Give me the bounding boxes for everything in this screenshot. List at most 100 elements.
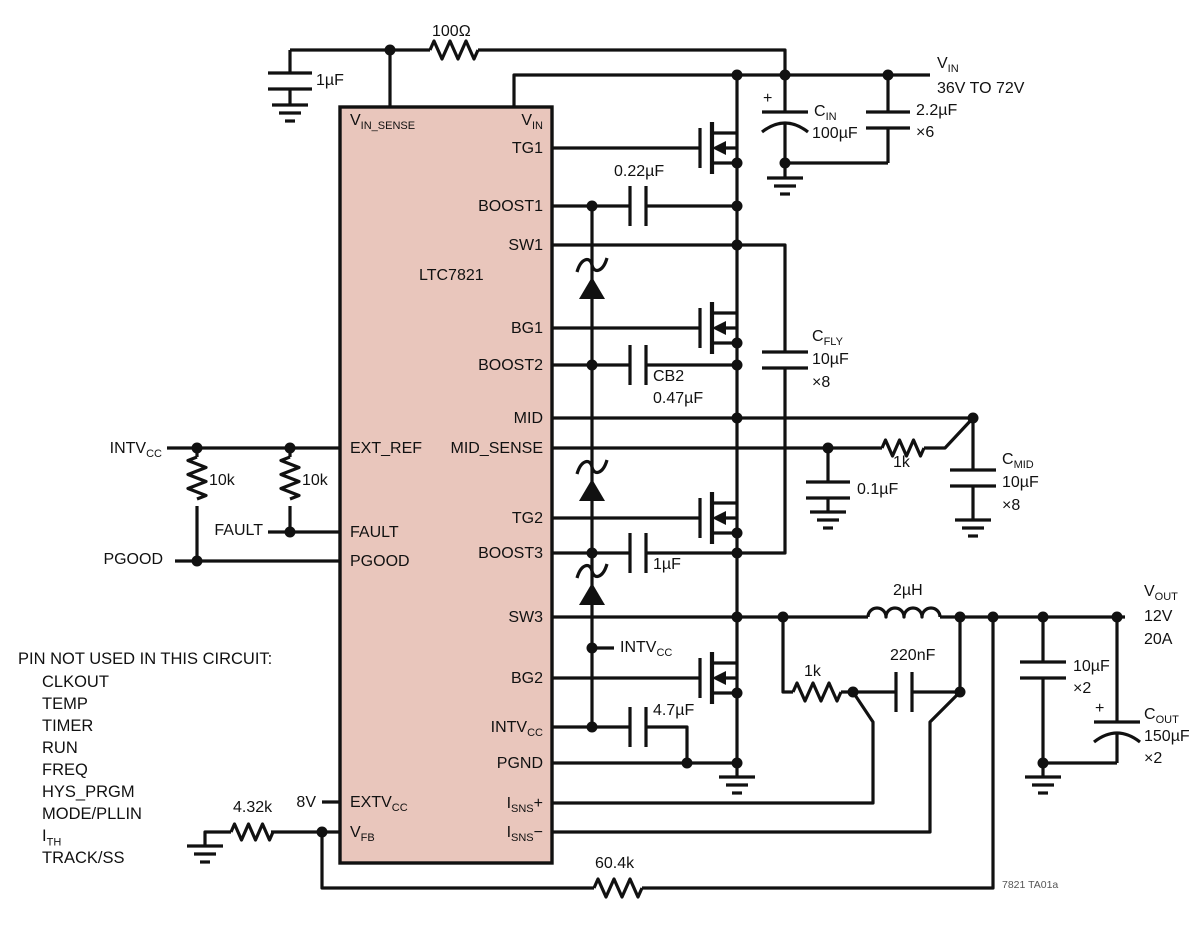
label-intvcc-ext: INTVCC — [109, 440, 162, 461]
label-cout-plus: + — [1095, 700, 1105, 717]
note-pin-timer: TIMER — [42, 717, 94, 735]
pin-boost1: BOOST1 — [478, 198, 543, 215]
pin-boost3: BOOST3 — [478, 545, 543, 562]
resistor-60k4 — [592, 877, 644, 899]
ic-body — [338, 105, 554, 865]
label-2p2uF: 2.2µF — [916, 102, 958, 119]
label-0p1uF: 0.1µF — [857, 481, 899, 498]
capacitors — [268, 71, 1141, 747]
inductor-2uH — [866, 606, 942, 619]
cap-4p7uF — [628, 707, 648, 747]
label-1k-mid: 1k — [893, 454, 910, 471]
note-pin-temp: TEMP — [42, 695, 88, 713]
cap-cmid — [950, 468, 996, 488]
pin-tg2: TG2 — [511, 510, 543, 527]
label-cin: CIN — [814, 103, 837, 124]
resistor-10k-b — [279, 455, 301, 501]
pin-isns-minus: ISNS− — [506, 824, 543, 845]
label-vin-range: 36V TO 72V — [937, 80, 1025, 97]
junction-dots — [191, 44, 1123, 838]
pin-vfb: VFB — [350, 824, 375, 845]
mosfet-tg1 — [698, 122, 739, 174]
label-cout: COUT — [1144, 706, 1179, 727]
note-pin-hys-prgm: HYS_PRGM — [42, 783, 135, 801]
pin-sw3: SW3 — [508, 609, 543, 626]
ground-cin — [767, 176, 803, 196]
pin-mid-sense: MID_SENSE — [450, 440, 543, 457]
pin-sw1: SW1 — [508, 237, 543, 254]
note-pin-clkout: CLKOUT — [42, 673, 109, 691]
label-cb2: CB2 — [653, 368, 685, 385]
pin-isns-plus: ISNS+ — [506, 795, 543, 816]
label-10k-a: 10k — [209, 472, 235, 489]
label-vout-terminal: VOUT — [1144, 583, 1178, 604]
label-1k-sense: 1k — [804, 663, 821, 680]
cap-cout-polarized — [1093, 720, 1141, 744]
cap-1uF-boost3 — [628, 533, 648, 573]
label-cfly: CFLY — [812, 328, 843, 349]
label-cin-val: 100µF — [812, 125, 858, 142]
ground-4k32 — [187, 844, 223, 864]
pin-mid: MID — [513, 410, 543, 427]
figure-id: 7821 TA01a — [1002, 879, 1059, 891]
label-220nF: 220nF — [890, 647, 936, 664]
pin-ext-ref: EXT_REF — [350, 440, 423, 457]
note-pin-freq: FREQ — [42, 761, 88, 779]
pin-fault: FAULT — [350, 524, 399, 541]
schottky-diode-2 — [575, 459, 609, 501]
note-pin-track-ss: TRACK/SS — [42, 849, 125, 867]
cap-220nF — [894, 672, 914, 712]
ground-0p1uF — [810, 510, 846, 530]
label-cmid-val: 10µF — [1002, 474, 1039, 491]
label-vin-terminal: VIN — [937, 55, 959, 76]
pin-pgood: PGOOD — [350, 553, 410, 570]
label-vout-volts: 12V — [1144, 608, 1173, 625]
pin-vin: VIN — [521, 112, 543, 133]
label-4p7uF: 4.7µF — [653, 702, 695, 719]
note-pin-run: RUN — [42, 739, 78, 757]
pin-vin-sense: VIN_SENSE — [350, 112, 416, 133]
ic-name: LTC7821 — [419, 267, 484, 284]
pin-intvcc: INTVCC — [490, 719, 543, 740]
pin-pgnd: PGND — [496, 755, 543, 772]
schottky-diode-3 — [575, 563, 609, 605]
ground-pgnd — [719, 775, 755, 795]
label-2p2uF-mult: ×6 — [916, 124, 935, 141]
wires — [167, 48, 1125, 890]
label-10k-b: 10k — [302, 472, 328, 489]
cap-0p22uF — [628, 186, 648, 226]
mosfet-bg1 — [698, 302, 739, 354]
resistor-1k-mid — [880, 438, 926, 458]
cap-cb2 — [628, 345, 648, 385]
label-8v: 8V — [296, 794, 316, 811]
label-pgood-ext: PGOOD — [103, 551, 163, 568]
pin-bg2: BG2 — [510, 670, 543, 687]
resistor-1k-sense — [791, 681, 843, 703]
cap-cin-polarized — [761, 110, 809, 134]
label-cout-mult: ×2 — [1144, 750, 1163, 767]
label-vout-amps: 20A — [1144, 631, 1173, 648]
label-cin-plus: + — [763, 90, 773, 107]
label-2uH: 2µH — [893, 582, 923, 599]
resistor-4k32 — [229, 822, 275, 842]
pin-bg1: BG1 — [510, 320, 543, 337]
pin-boost2: BOOST2 — [478, 357, 543, 374]
ground-symbols — [187, 103, 1061, 864]
label-60k4: 60.4k — [595, 855, 635, 872]
cap-2p2uF — [866, 110, 910, 130]
ground-1uF — [272, 103, 308, 123]
label-cout-val: 150µF — [1144, 728, 1190, 745]
resistors — [186, 39, 926, 899]
label-intvcc-rail: INTVCC — [620, 639, 673, 660]
label-cfly-val: 10µF — [812, 351, 849, 368]
label-cfly-mult: ×8 — [812, 374, 831, 391]
label-10uF-out: 10µF — [1073, 658, 1110, 675]
schottky-diode-1 — [575, 257, 609, 299]
pin-tg1: TG1 — [511, 140, 543, 157]
note-pin-mode-pllin: MODE/PLLIN — [42, 805, 142, 823]
mosfet-tg2 — [698, 492, 739, 544]
label-4k32: 4.32k — [233, 799, 273, 816]
label-10uF-out-mult: ×2 — [1073, 680, 1092, 697]
